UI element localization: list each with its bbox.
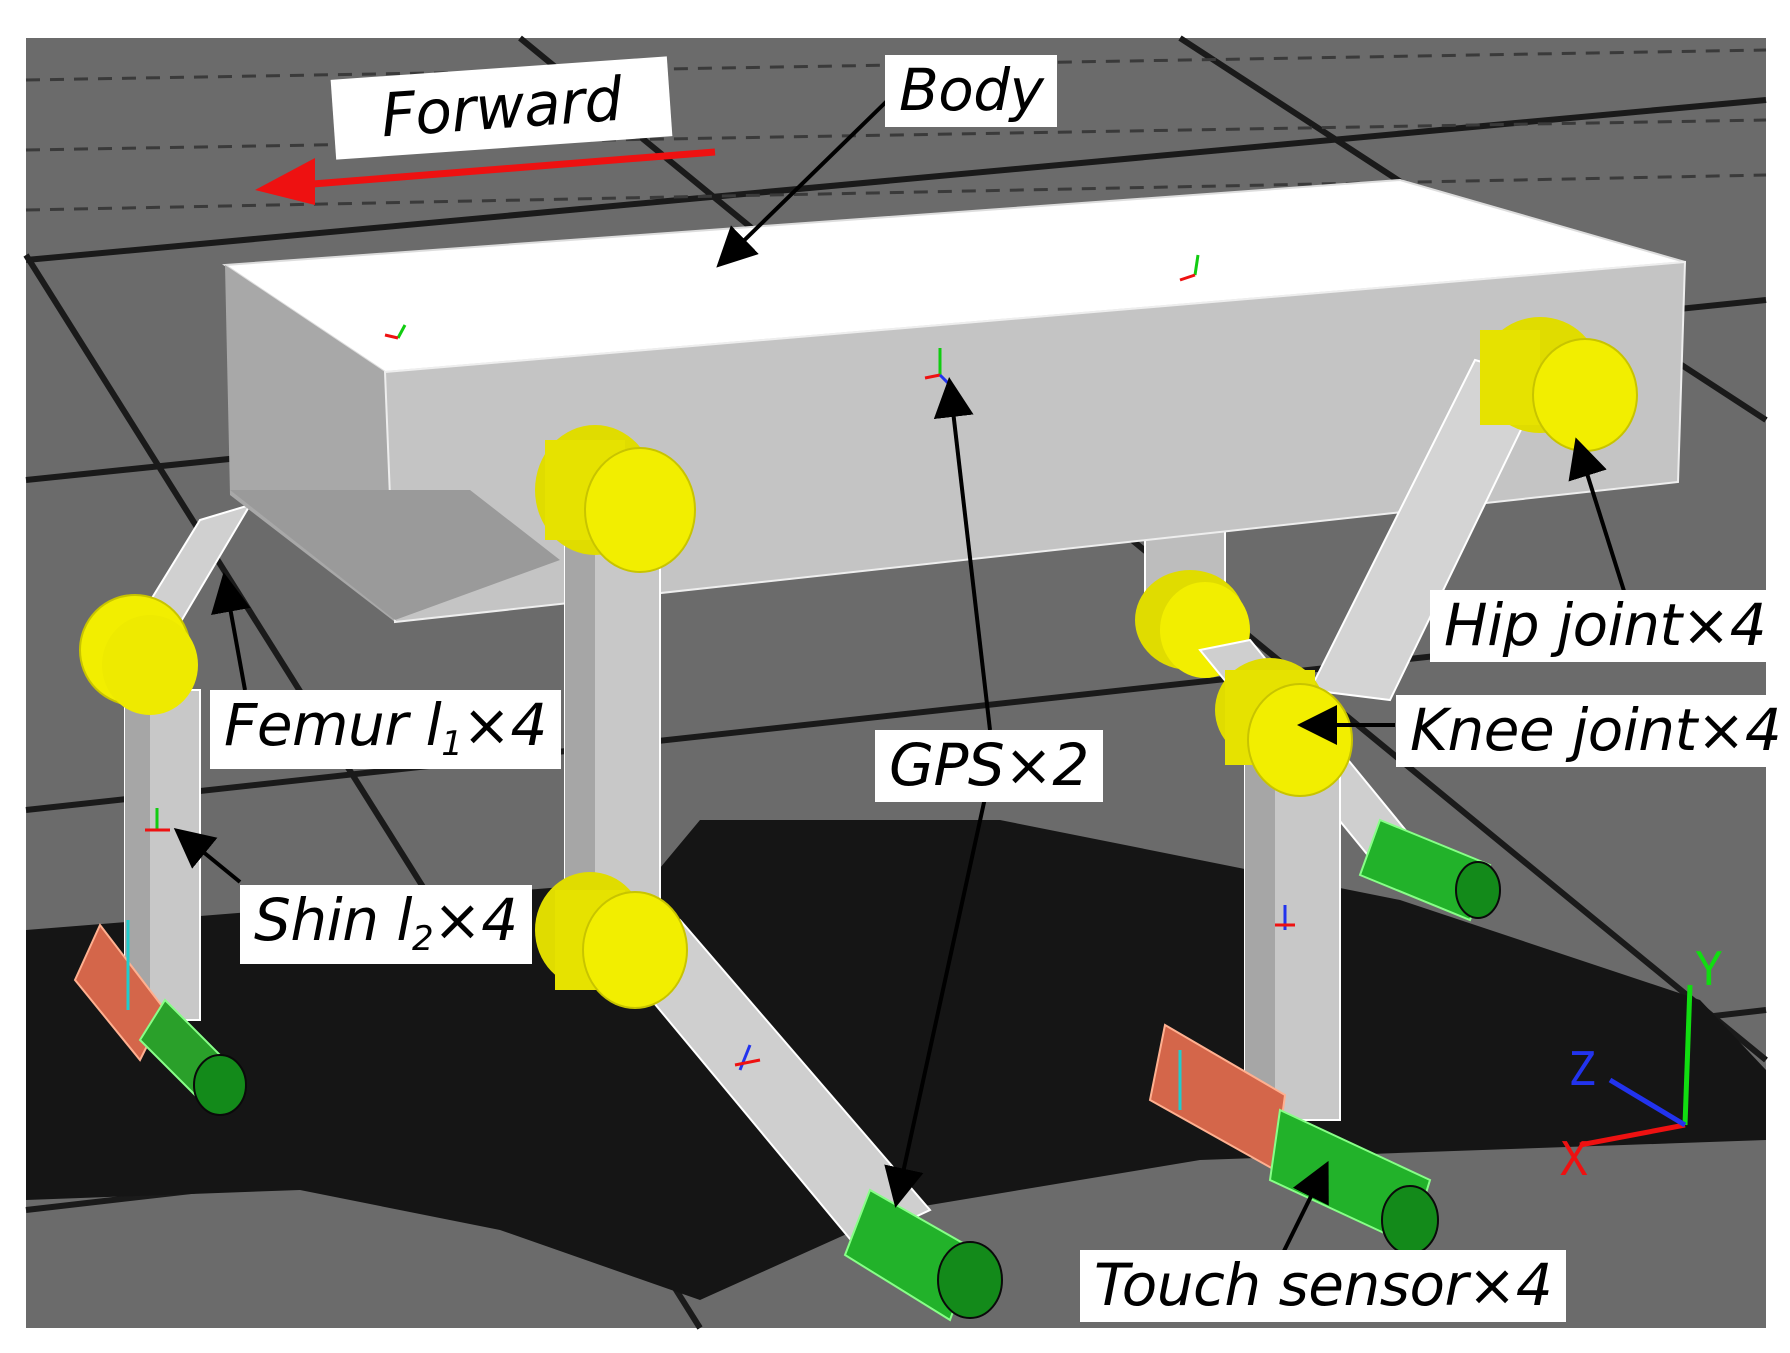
shin-label-suffix: ×4 [433, 886, 518, 954]
axis-z-label: Z [1568, 1042, 1596, 1096]
femur-label-suffix: ×4 [462, 691, 547, 759]
femur-label-sub: 1 [441, 724, 463, 764]
front-left-hip [535, 425, 696, 573]
axis-x-label: X [1560, 1132, 1588, 1186]
touch-callout-arrow [1280, 1160, 1329, 1256]
front-left-knee [535, 872, 688, 1009]
axis-y-label: Y [1695, 942, 1723, 996]
hip-callout-arrow [1568, 437, 1632, 611]
front-right-hip [1480, 317, 1638, 452]
shin-callout-arrow [173, 827, 242, 884]
axis-gizmo [1579, 984, 1693, 1148]
shin-label: Shin l2×4 [240, 885, 532, 964]
front-left-femur [564, 519, 661, 921]
front-right-foot [1148, 1023, 1439, 1255]
gps-callout-arrow-body [933, 377, 992, 731]
front-left-foot [843, 1188, 1003, 1322]
forward-arrow [255, 148, 716, 205]
body-label: Body [885, 55, 1058, 127]
back-left-shin [124, 689, 201, 1021]
touch-sensor-label: Touch sensor×4 [1080, 1250, 1567, 1322]
knee-joint-label: Knee joint×4 [1396, 695, 1790, 767]
femur-label: Femur l1×4 [210, 690, 561, 769]
shin-label-sub: 2 [412, 919, 434, 959]
femur-label-text: Femur l [224, 691, 442, 759]
sensor-frames [126, 254, 1295, 1110]
gps-callout-arrow-foot [884, 774, 992, 1208]
back-left-knee [79, 594, 198, 715]
front-right-shin [1244, 749, 1341, 1121]
back-right-foot [1358, 818, 1501, 922]
callout-arrows [173, 98, 1632, 1256]
body-callout-arrow [716, 98, 890, 268]
gps-label: GPS×2 [875, 730, 1103, 802]
robot-body [222, 178, 1687, 624]
back-left-foot [73, 923, 247, 1116]
femur-callout-arrow [211, 572, 251, 691]
hip-joint-label: Hip joint×4 [1430, 590, 1781, 662]
shin-label-text: Shin l [254, 886, 413, 954]
